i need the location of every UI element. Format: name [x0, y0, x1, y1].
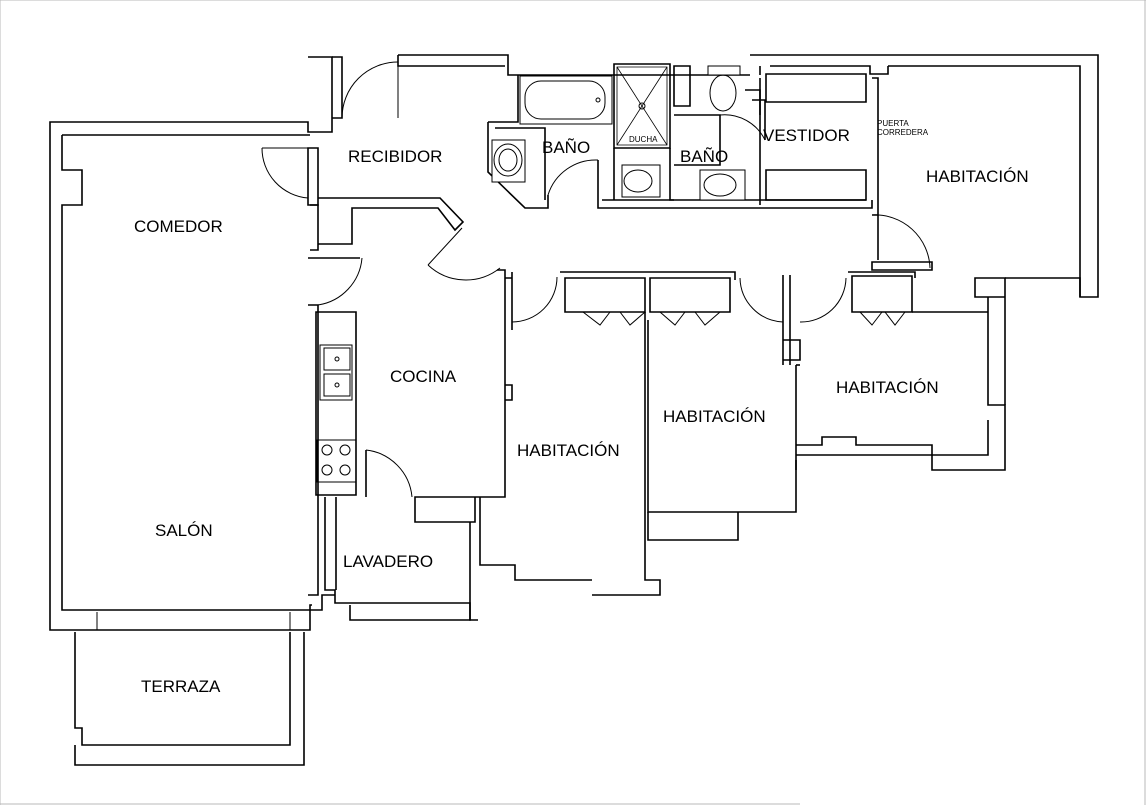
note-corredera: CORREDERA	[877, 128, 929, 137]
doors	[261, 61, 931, 498]
room-label-habitacion-4: HABITACIÓN	[517, 441, 620, 460]
note-ducha: DUCHA	[629, 135, 658, 144]
exterior-walls	[49, 54, 1099, 766]
room-label-recibidor: RECIBIDOR	[348, 147, 442, 166]
room-labels: RECIBIDOR COMEDOR SALÓN TERRAZA COCINA L…	[134, 119, 1029, 696]
room-label-habitacion-1: HABITACIÓN	[926, 167, 1029, 186]
room-label-comedor: COMEDOR	[134, 217, 223, 236]
room-label-habitacion-2: HABITACIÓN	[836, 378, 939, 397]
room-label-lavadero: LAVADERO	[343, 552, 433, 571]
room-label-salon: SALÓN	[155, 521, 213, 540]
room-label-bano-1: BAÑO	[542, 138, 590, 157]
room-label-bano-2: BAÑO	[680, 147, 728, 166]
room-label-terraza: TERRAZA	[141, 677, 221, 696]
room-label-cocina: COCINA	[390, 367, 457, 386]
note-puerta: PUERTA	[877, 119, 909, 128]
room-label-vestidor: VESTIDOR	[763, 126, 850, 145]
interior-walls	[307, 63, 988, 621]
room-label-habitacion-3: HABITACIÓN	[663, 407, 766, 426]
